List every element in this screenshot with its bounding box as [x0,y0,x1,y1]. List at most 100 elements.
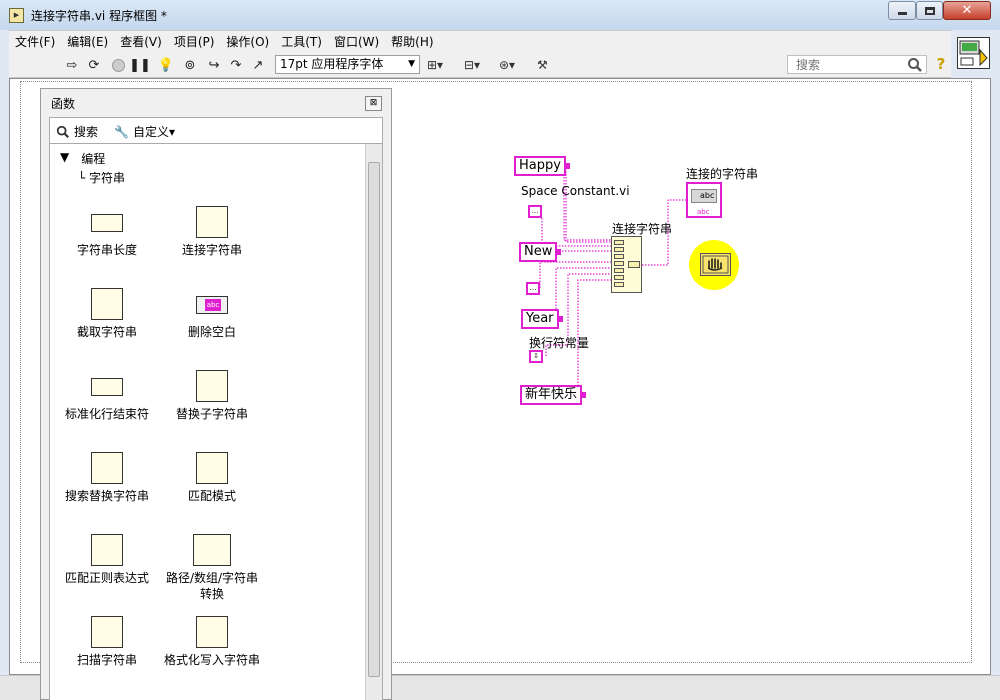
concat-input-terminal [614,247,624,252]
palette-item-label: 扫描字符串 [76,653,137,667]
chevron-down-icon: ▼ [408,59,415,69]
search-input[interactable] [796,57,896,72]
palette-item-normalize-eol[interactable]: 标准化行结束符 [57,370,157,422]
folder-conversion-icon [193,534,231,566]
context-help-icon[interactable]: ? [936,55,946,73]
hand-icon [702,255,729,274]
palette-item-trim-whitespace[interactable]: 删除空白 [162,288,262,340]
concat-input-terminal [614,275,624,280]
palette-item-label: 格式化写入字符串 [163,653,260,667]
palette-scroll-thumb[interactable] [368,162,380,677]
run-arrow-icon[interactable]: ⇨ [66,57,78,73]
string-length-icon [91,214,123,232]
concatenate-strings-icon [196,206,228,238]
palette-item-label: 替换子字符串 [175,407,248,421]
concat-output-terminal [628,261,640,268]
search-icon[interactable] [907,57,923,73]
palette-category[interactable]: ▼编程 [60,150,105,167]
palette-item-replace-substring[interactable]: 替换子字符串 [162,370,262,422]
operate-hand-cursor-icon [700,253,731,276]
normalize-eol-icon [91,378,123,396]
step-into-icon[interactable]: ↪ [208,57,220,73]
minimize-button[interactable] [888,1,916,20]
search-icon [56,125,70,138]
distribute-objects-dropdown[interactable]: ⊟▾ [464,58,481,72]
palette-subcategory: └ 字符串 [78,171,126,185]
newline-constant-label: 换行符常量 [529,336,590,350]
menu-operate[interactable]: 操作(O) [226,34,270,49]
trim-whitespace-icon [196,296,228,314]
palette-search-label: 搜索 [74,125,99,139]
align-objects-dropdown[interactable]: ⊞▾ [427,58,444,72]
menu-view[interactable]: 查看(V) [120,34,162,49]
palette-item-format-into-string[interactable]: 格式化写入字符串 [162,616,262,668]
concatenate-node-label: 连接字符串 [612,222,673,236]
abort-icon[interactable] [109,56,127,74]
space-constant-node[interactable]: … [528,205,542,218]
palette-item-string-length[interactable]: 字符串长度 [57,206,157,258]
run-continuously-icon[interactable]: ⟳ [88,57,100,73]
string-constant-new-year[interactable]: 新年快乐 [520,385,587,405]
step-over-icon[interactable]: ↷ [230,57,242,73]
palette-vertical-scrollbar[interactable] [365,144,382,700]
menu-tools[interactable]: 工具(T) [281,34,322,49]
palette-item-concatenate-strings[interactable]: 连接字符串 [162,206,262,258]
palette-close-button[interactable]: ⊠ [365,96,382,111]
close-icon: ✕ [961,3,973,18]
string-constant-year[interactable]: Year [521,309,563,329]
step-out-icon[interactable]: ↗ [252,57,264,73]
palette-item-label: 标准化行结束符 [64,407,149,421]
menu-file[interactable]: 文件(F) [15,34,56,49]
palette-item-string-subset[interactable]: 截取字符串 [57,288,157,340]
menu-edit[interactable]: 编辑(E) [67,34,109,49]
space-constant-node-2[interactable]: … [526,282,540,295]
retain-wire-values-icon[interactable]: ⊚ [184,57,196,73]
maximize-button[interactable] [916,1,943,20]
palette-toolbar: 搜索 🔧 自定义▾ [49,117,383,143]
concat-input-terminal [614,282,624,287]
string-subset-icon [91,288,123,320]
menu-window[interactable]: 窗口(W) [333,34,380,49]
palette-search-button[interactable]: 搜索 [56,123,98,140]
palette-item-match-pattern[interactable]: 匹配模式 [162,452,262,504]
vi-connector-icon[interactable] [957,37,990,69]
highlight-execution-icon[interactable]: 💡 [157,57,175,73]
close-button[interactable]: ✕ [943,1,991,20]
clean-up-diagram-icon[interactable]: ⚒ [537,58,548,72]
newline-constant-node[interactable]: ⇩ [529,350,543,363]
palette-item-label: 路径/数组/字符串转换 [165,571,259,601]
maximize-icon [924,6,935,15]
reorder-dropdown[interactable]: ⊛▾ [499,58,516,72]
toolbar: ⇨ ⟳ ❚❚ 💡 ⊚ ↪ ↷ ↗ 17pt 应用程序字体▼ ⊞▾ ⊟▾ ⊛▾ ⚒… [9,51,951,78]
palette-item-path-array-string-conversion[interactable]: 路径/数组/字符串转换 [162,534,262,602]
palette-item-match-regex[interactable]: 匹配正则表达式 [57,534,157,586]
palette-item-label: 连接字符串 [181,243,242,257]
concat-input-terminal [614,240,624,245]
pause-icon[interactable]: ❚❚ [129,57,151,73]
concat-input-terminal [614,254,624,259]
palette-customize-button[interactable]: 🔧 自定义▾ [114,123,175,140]
font-select[interactable]: 17pt 应用程序字体▼ [275,55,420,74]
functions-palette[interactable]: 函数 ⊠ 搜索 🔧 自定义▾ ▼编程 └ 字符串 字符串长度 连接字符串 截取字… [40,88,392,700]
wrench-icon: 🔧 [114,124,129,139]
palette-item-scan-string[interactable]: 扫描字符串 [57,616,157,668]
menu-project[interactable]: 项目(P) [173,34,215,49]
palette-customize-label: 自定义▾ [132,125,175,139]
search-box[interactable] [787,55,927,74]
collapse-triangle-icon: ▼ [60,150,70,164]
concatenate-strings-node[interactable] [611,236,642,293]
palette-item-search-replace[interactable]: 搜索替换字符串 [57,452,157,504]
output-indicator-label: 连接的字符串 [686,167,759,181]
menu-help[interactable]: 帮助(H) [391,34,434,49]
scan-string-icon [91,616,123,648]
string-constant-happy[interactable]: Happy [514,156,570,176]
match-pattern-icon [196,452,228,484]
palette-title: 函数 [51,97,76,111]
palette-item-label: 匹配正则表达式 [64,571,149,585]
window-title: 连接字符串.vi 程序框图 * [31,9,167,23]
replace-substring-icon [196,370,228,402]
string-constant-new[interactable]: New [519,242,562,262]
concat-input-terminal [614,261,624,266]
string-indicator[interactable]: abc abc [686,182,722,218]
